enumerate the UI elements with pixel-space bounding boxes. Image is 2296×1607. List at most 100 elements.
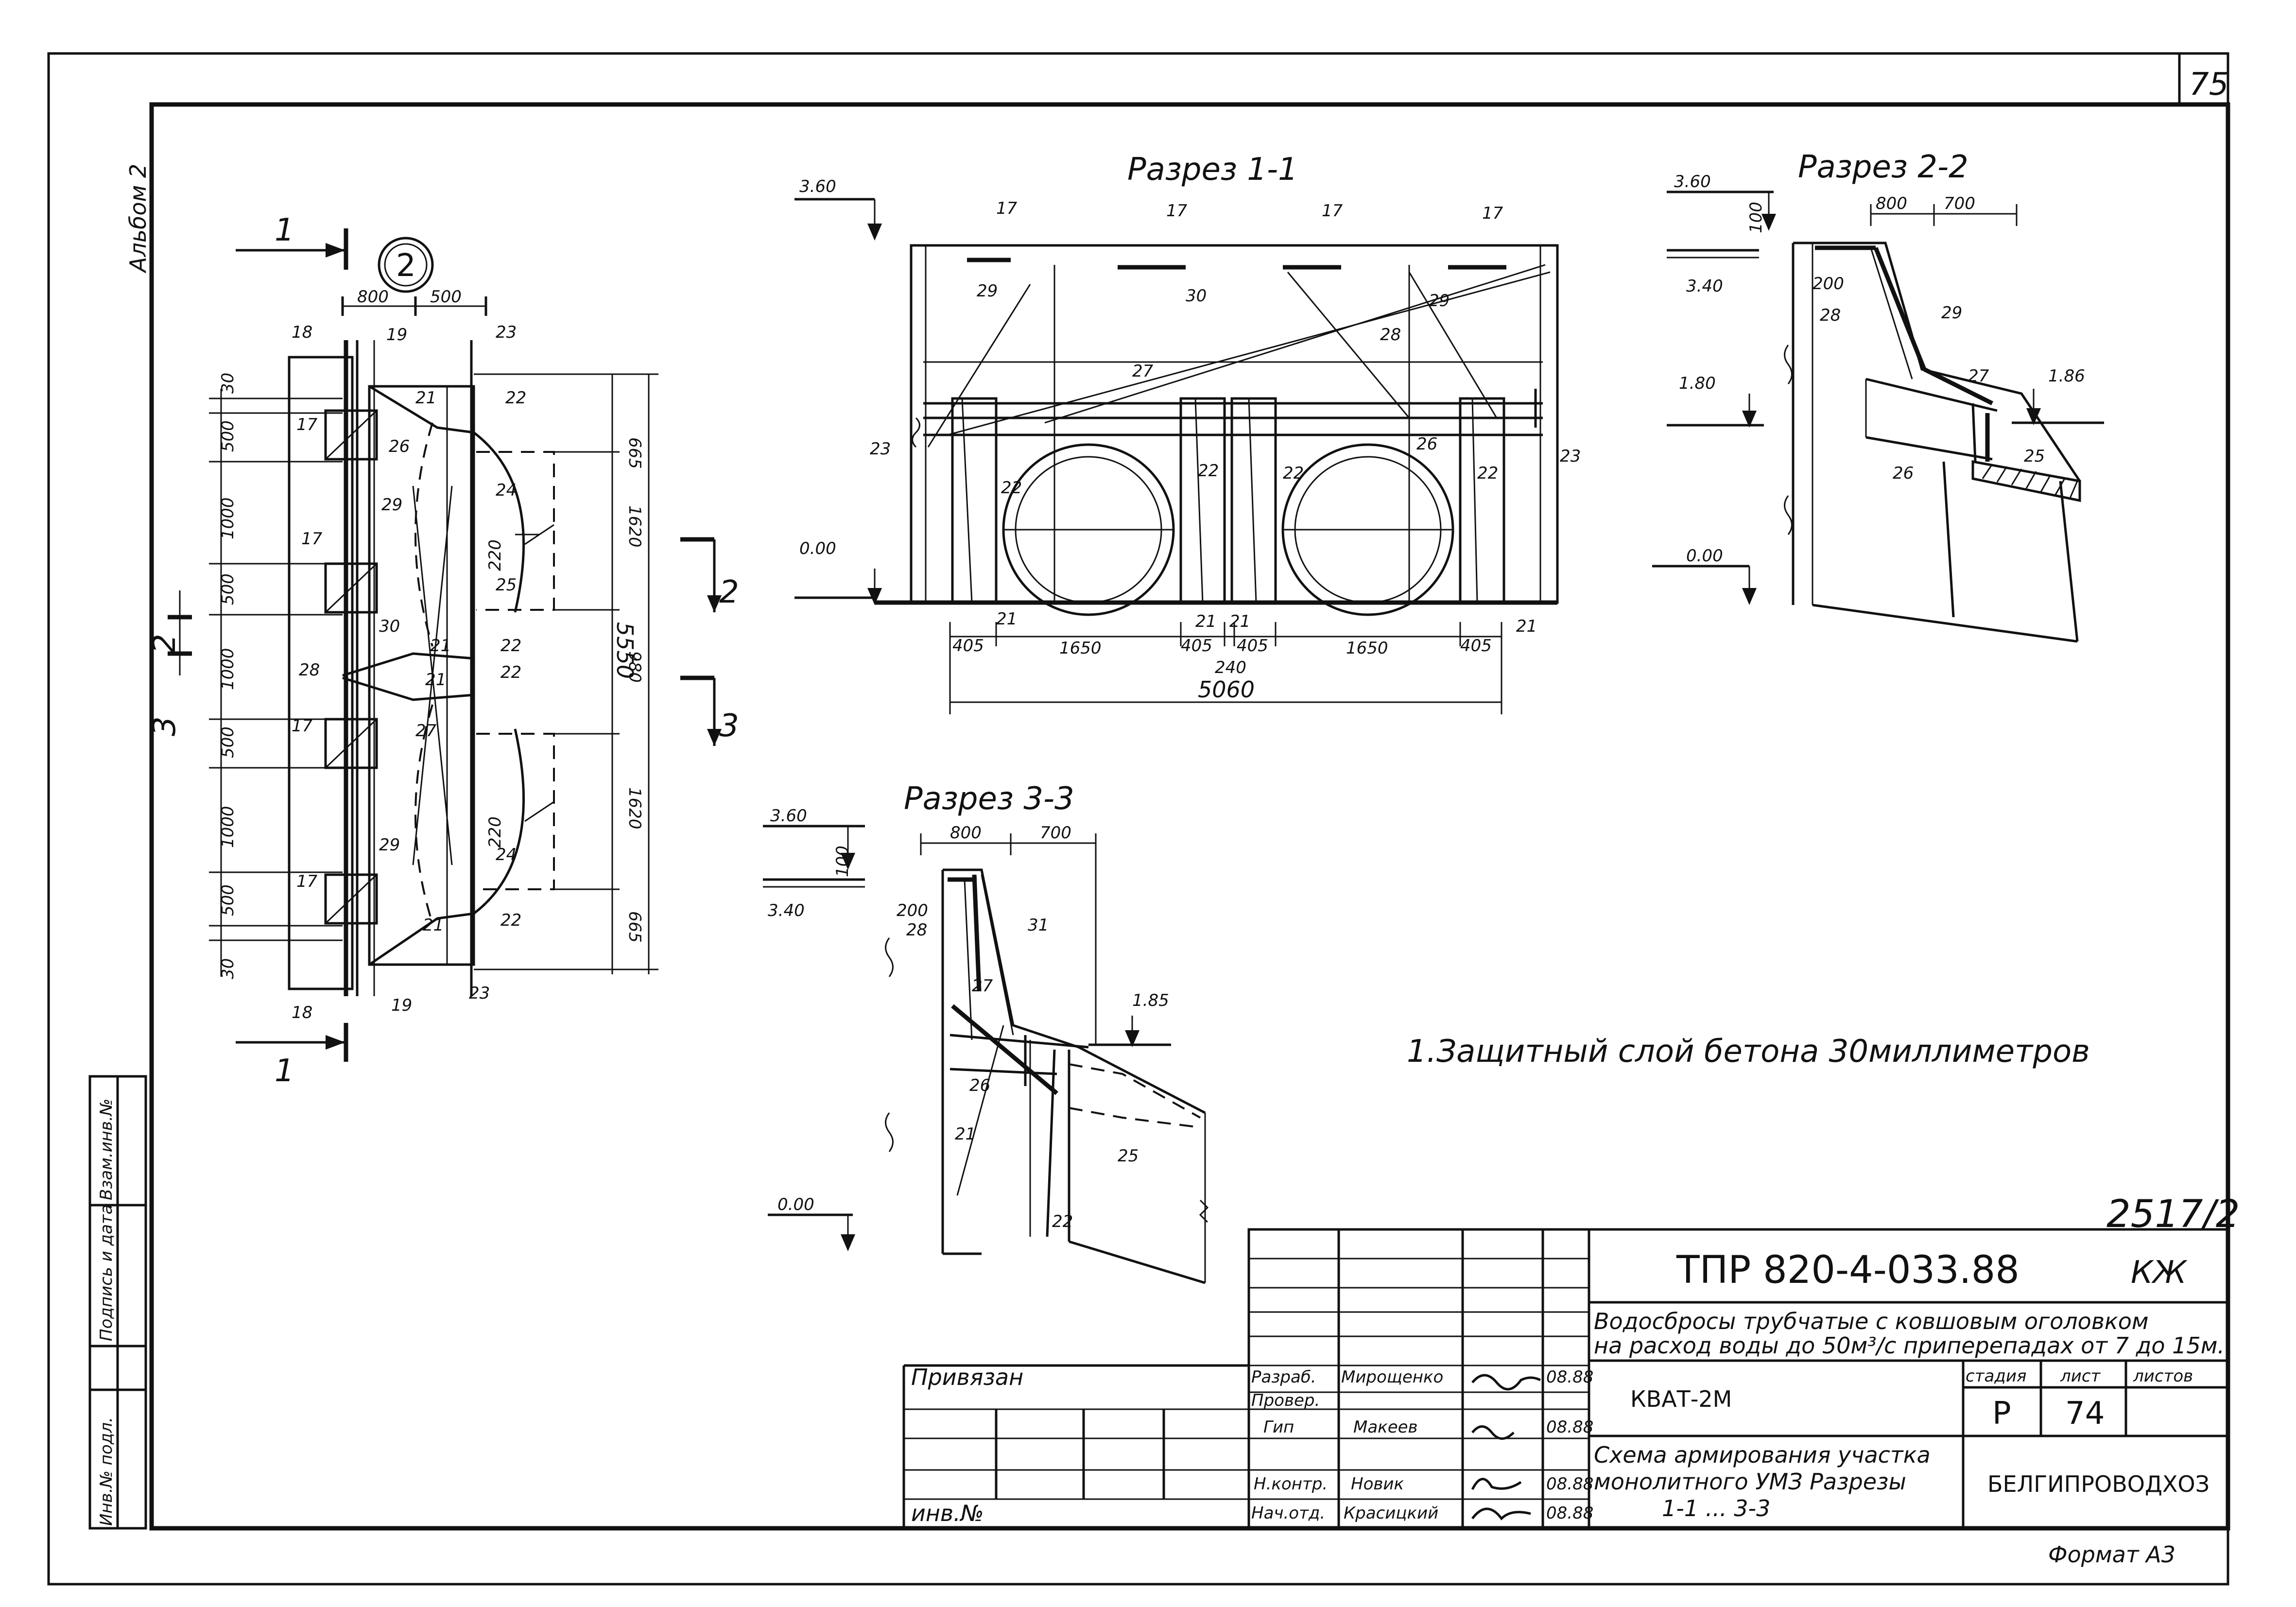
plan-mark: 23 bbox=[496, 323, 517, 342]
section3-mark: 26 bbox=[969, 1076, 990, 1095]
plan-mark: 22 bbox=[501, 636, 521, 656]
role-label: Н.контр. bbox=[1254, 1474, 1328, 1494]
section1-mark: 29 bbox=[1429, 291, 1450, 311]
side-stamp bbox=[88, 1075, 147, 1530]
section2-dim-800: 800 bbox=[1876, 194, 1907, 213]
general-note: 1.Защитный слой бетона 30миллиметров bbox=[1407, 1034, 2090, 1070]
plan-dim-left-2: 500 bbox=[218, 420, 238, 452]
section1-mark: 26 bbox=[1416, 434, 1437, 454]
plan-mark: 22 bbox=[505, 388, 526, 408]
plan-small-dim-2: 220 bbox=[485, 816, 505, 848]
plan-view bbox=[168, 228, 722, 1062]
section3-dim-800: 800 bbox=[950, 823, 982, 843]
title-suffix: КЖ bbox=[2131, 1255, 2188, 1291]
section3-mark: 27 bbox=[972, 976, 993, 996]
title-description-2: на расход воды до 50м³/с приперепадах от… bbox=[1594, 1332, 2225, 1359]
role-label: Нач.отд. bbox=[1251, 1503, 1325, 1523]
role-date: 08.88 bbox=[1546, 1503, 1593, 1523]
section2-level-right: 1.86 bbox=[2048, 366, 2085, 386]
plan-mark: 17 bbox=[292, 716, 313, 736]
section2-level-4: 0.00 bbox=[1686, 546, 1723, 566]
plan-dim-right-5: 665 bbox=[625, 911, 644, 943]
plan-dim-left-3: 1000 bbox=[218, 497, 238, 539]
section2-level-2: 3.40 bbox=[1686, 276, 1723, 296]
plan-mark: 19 bbox=[386, 325, 407, 345]
role-name: Макеев bbox=[1353, 1417, 1418, 1437]
plan-mark: 18 bbox=[292, 323, 312, 342]
role-date: 08.88 bbox=[1546, 1474, 1593, 1494]
section1-dim: 1650 bbox=[1059, 639, 1102, 658]
plan-mark: 17 bbox=[301, 529, 323, 549]
title-stage: Р bbox=[1992, 1396, 2011, 1432]
section1-dim-total: 5060 bbox=[1198, 676, 1255, 703]
plan-mark: 19 bbox=[391, 996, 412, 1015]
role-label: Гип bbox=[1263, 1417, 1294, 1437]
section2-title: Разрез 2-2 bbox=[1798, 149, 1968, 185]
title-organization: БЕЛГИПРОВОДХОЗ bbox=[1987, 1471, 2210, 1497]
plan-mark: 24 bbox=[496, 845, 517, 864]
title-sheets-header: листов bbox=[2133, 1366, 2193, 1386]
section2-mark: 25 bbox=[2024, 447, 2045, 466]
plan-mark: 28 bbox=[299, 660, 320, 680]
role-date: 08.88 bbox=[1546, 1417, 1593, 1437]
plan-mark: 26 bbox=[389, 437, 410, 456]
section3-mark: 21 bbox=[955, 1124, 976, 1144]
plan-mark: 29 bbox=[381, 495, 402, 515]
plan-mark: 21 bbox=[425, 670, 446, 690]
plan-mark: 22 bbox=[501, 663, 521, 682]
plan-dim-right-2: 1620 bbox=[625, 505, 644, 548]
plan-dim-right-3: 980 bbox=[625, 651, 644, 683]
title-sheet-header: лист bbox=[2060, 1366, 2101, 1386]
role-name: Мирощенко bbox=[1341, 1367, 1443, 1387]
section3-level-2: 3.40 bbox=[768, 901, 805, 920]
section2-dim-700: 700 bbox=[1944, 194, 1975, 213]
plan-mark: 25 bbox=[496, 575, 517, 595]
plan-dim-left-9: 30 bbox=[218, 958, 238, 979]
plan-dim-left-1: 30 bbox=[218, 373, 238, 394]
plan-cut3-label: 3 bbox=[719, 708, 739, 744]
section3-level-1: 3.60 bbox=[770, 806, 807, 826]
plan-mark: 22 bbox=[501, 911, 521, 930]
plan-mark: 27 bbox=[415, 721, 437, 741]
plan-dim-left-8: 500 bbox=[218, 884, 238, 916]
section3-dim-100: 100 bbox=[833, 846, 852, 877]
section2-level-3: 1.80 bbox=[1679, 374, 1716, 393]
plan-mark: 21 bbox=[423, 916, 444, 935]
plan-dim-left-5: 1000 bbox=[218, 648, 238, 690]
section1-mark: 17 bbox=[1482, 204, 1503, 223]
role-date: 08.88 bbox=[1546, 1367, 1593, 1387]
plan-dim-left-4: 500 bbox=[218, 573, 238, 605]
title-drawing-title-2: монолитного УМЗ Разрезы bbox=[1594, 1469, 1906, 1495]
side-stamp-inv-orig: Инв.№ подл. bbox=[97, 1417, 116, 1526]
section2-level-1: 3.60 bbox=[1674, 172, 1711, 191]
section1-mark: 22 bbox=[1001, 478, 1022, 498]
section1-mark: 17 bbox=[1322, 201, 1343, 221]
section1-mark: 29 bbox=[977, 281, 998, 301]
section2-mark: 28 bbox=[1820, 306, 1841, 325]
section1-dim: 405 bbox=[952, 636, 984, 656]
section3-level-right: 1.85 bbox=[1132, 991, 1169, 1010]
section1-drawing bbox=[794, 198, 1559, 714]
section1-mark: 22 bbox=[1477, 464, 1498, 483]
title-project-code: ТПР 820-4-033.88 bbox=[1676, 1248, 2020, 1292]
section3-mark: 31 bbox=[1028, 916, 1049, 935]
section1-dim: 405 bbox=[1460, 636, 1492, 656]
section2-drawing bbox=[1652, 190, 2104, 643]
section1-mark: 22 bbox=[1198, 461, 1219, 481]
section3-level-3: 0.00 bbox=[777, 1195, 814, 1214]
section1-mark: 23 bbox=[1560, 447, 1581, 466]
section1-dim-mid: 240 bbox=[1215, 658, 1246, 677]
format-label: Формат А3 bbox=[2048, 1541, 2175, 1568]
plan-dim-left-7: 1000 bbox=[218, 806, 238, 848]
section1-mark: 30 bbox=[1186, 286, 1207, 306]
plan-mark: 24 bbox=[496, 481, 517, 500]
section3-title: Разрез 3-3 bbox=[904, 781, 1074, 817]
plan-mark: 18 bbox=[292, 1003, 312, 1022]
plan-cut3-left: 3 bbox=[147, 716, 183, 736]
section1-mark: 21 bbox=[1195, 612, 1216, 631]
section1-level-bottom: 0.00 bbox=[799, 539, 836, 558]
title-block bbox=[902, 1228, 2229, 1530]
section1-mark: 21 bbox=[1516, 617, 1537, 636]
section1-mark: 22 bbox=[1283, 464, 1304, 483]
